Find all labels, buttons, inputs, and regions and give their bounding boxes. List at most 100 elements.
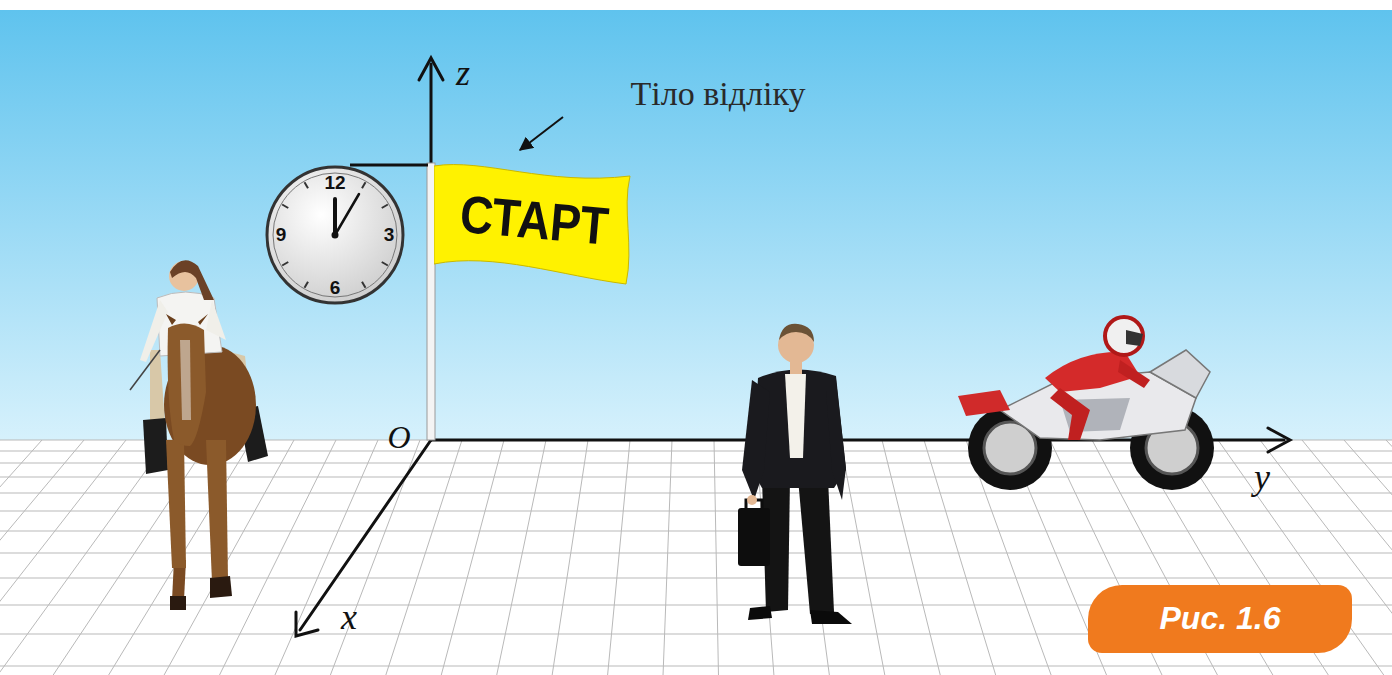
clock-part bbox=[350, 164, 428, 167]
hour-hand bbox=[333, 199, 337, 235]
horse-rider-part bbox=[206, 440, 228, 582]
clock-number-holder: 9 bbox=[276, 225, 287, 246]
clock-number: 12 bbox=[324, 173, 345, 194]
ground-grid-part bbox=[0, 578, 1392, 579]
clock-part-part bbox=[282, 262, 288, 266]
ground-grid-part bbox=[714, 440, 718, 675]
ground-grid-part bbox=[164, 440, 294, 675]
clock-number-holder: 3 bbox=[384, 225, 395, 246]
clock-part-part bbox=[282, 205, 288, 209]
horse-rider-part bbox=[166, 314, 208, 325]
x-axis bbox=[300, 440, 431, 630]
walking-man-part bbox=[738, 508, 770, 566]
axis-label: x bbox=[341, 598, 357, 638]
motorcycle-part bbox=[1150, 350, 1210, 398]
axis-label-holder: y bbox=[1254, 458, 1270, 498]
ground-grid-part bbox=[840, 440, 885, 675]
ground-grid-part bbox=[1344, 440, 1392, 675]
figure-caption: Рис. 1.6 bbox=[1160, 601, 1281, 636]
horse-rider-part bbox=[170, 260, 214, 300]
reference-body-label: Тіло відліку bbox=[631, 75, 806, 112]
clock-number: 3 bbox=[384, 225, 395, 246]
leader-arrow bbox=[520, 117, 563, 150]
ground-grid-part bbox=[552, 440, 588, 675]
walking-man-part bbox=[742, 380, 770, 500]
ground-grid-part bbox=[0, 553, 1392, 554]
caption-badge: Рис. 1.6 bbox=[1088, 585, 1352, 653]
axis-label: z bbox=[456, 54, 470, 94]
ground-grid-part bbox=[608, 440, 630, 675]
axis-label-holder: x bbox=[341, 598, 357, 638]
minute-hand bbox=[335, 194, 359, 235]
walking-man-part bbox=[748, 606, 772, 620]
walking-man-part bbox=[779, 324, 814, 342]
clock bbox=[267, 165, 428, 303]
flag-text: СТАРТ bbox=[457, 185, 610, 256]
leader-arrow-part bbox=[520, 117, 563, 150]
start-flag: СТАРТ bbox=[434, 164, 634, 286]
horse-rider-part bbox=[170, 596, 186, 610]
horse-rider-part bbox=[180, 340, 191, 420]
horse-rider-part bbox=[206, 300, 226, 340]
ground-grid-part bbox=[0, 531, 1392, 532]
ground-grid-part bbox=[275, 440, 378, 675]
origin-label: O bbox=[387, 420, 410, 455]
ground-grid-part bbox=[1386, 440, 1392, 675]
motorcycle-part bbox=[1105, 317, 1143, 355]
motorcycle-part bbox=[958, 390, 1010, 416]
clock-part-part bbox=[362, 182, 366, 188]
clock-part-part bbox=[305, 282, 309, 288]
z-axis-head bbox=[419, 58, 443, 80]
motorcycle-part bbox=[1126, 330, 1143, 346]
ground-grid-part bbox=[220, 440, 336, 675]
ground-grid-part bbox=[497, 440, 546, 675]
motorcycle-part bbox=[1118, 360, 1150, 388]
clock-part bbox=[332, 232, 339, 239]
clock-part-part bbox=[362, 282, 366, 288]
walking-man-part bbox=[790, 360, 802, 374]
axis-label-holder: z bbox=[456, 54, 470, 94]
walking-man-part bbox=[826, 380, 846, 500]
ground-grid-part bbox=[663, 440, 672, 675]
ground-grid-part bbox=[882, 440, 940, 675]
horse-rider-part bbox=[210, 576, 232, 598]
axis-label: y bbox=[1254, 458, 1270, 498]
horse-rider-part bbox=[168, 323, 206, 446]
clock-number: 9 bbox=[276, 225, 287, 246]
clock-part bbox=[267, 167, 403, 303]
x-axis-head bbox=[296, 612, 318, 636]
walking-man-part bbox=[810, 610, 852, 624]
walking-man bbox=[738, 324, 852, 624]
walking-man-part bbox=[785, 374, 806, 458]
walking-man-part bbox=[798, 478, 834, 614]
clock-part bbox=[282, 182, 388, 288]
horse-rider bbox=[130, 260, 268, 610]
ground-grid-part bbox=[0, 440, 42, 675]
ground-grid-part bbox=[53, 440, 210, 675]
ground-grid-part bbox=[109, 440, 252, 675]
clock-part-part bbox=[382, 205, 388, 209]
clock-number-holder: 12 bbox=[324, 173, 345, 194]
clock-part-part bbox=[382, 262, 388, 266]
ground-grid-part bbox=[0, 440, 168, 675]
ground-grid-part bbox=[0, 666, 1392, 667]
flag-cloth-shape bbox=[434, 165, 630, 284]
reference-body-label-holder: Тіло відліку bbox=[631, 75, 806, 112]
coordinate-axes bbox=[296, 58, 1290, 636]
clock-number: 6 bbox=[330, 278, 341, 299]
motorcycle bbox=[958, 317, 1214, 490]
clock-number-holder: 6 bbox=[330, 278, 341, 299]
walking-man-part bbox=[747, 495, 757, 505]
horse-rider-part bbox=[130, 350, 160, 390]
y-axis-head bbox=[1268, 428, 1290, 452]
origin-label-holder: O bbox=[387, 420, 410, 455]
horse-rider-part bbox=[166, 440, 186, 568]
ground-grid-part bbox=[441, 440, 504, 675]
ground-grid-part bbox=[0, 440, 84, 675]
horse-rider-part bbox=[143, 418, 168, 474]
motorcycle-part bbox=[1050, 388, 1090, 440]
horse-rider-part bbox=[140, 300, 168, 362]
ground-grid-part bbox=[0, 440, 126, 675]
